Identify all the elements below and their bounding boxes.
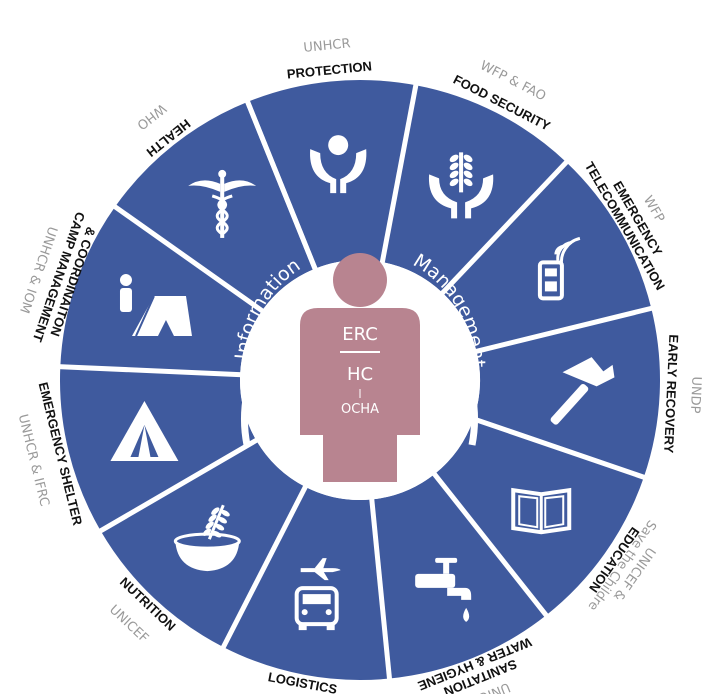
agency-label-early-recovery: UNDP (687, 376, 704, 414)
plane-truck-icon (294, 558, 341, 631)
segment-divider (470, 415, 647, 481)
segment-divider (220, 483, 309, 651)
segment-camp-management (60, 206, 263, 375)
food-security-hands-wheat-icon (428, 152, 494, 219)
segment-emergency-telecom (442, 162, 652, 352)
segment-divider (431, 470, 550, 619)
segment-food-security (382, 85, 567, 293)
segment-early-recovery (473, 308, 660, 478)
caduceus-icon (188, 169, 257, 238)
cluster-segments (60, 80, 660, 680)
bowl-wheat-icon (173, 504, 241, 572)
cluster-name: PROTECTION (286, 59, 372, 82)
segment-logistics (223, 486, 390, 680)
segment-divider (439, 159, 570, 297)
segment-divider (379, 82, 419, 265)
water-tap-icon (415, 557, 472, 622)
agency-label-protection: UNHCR (303, 36, 351, 56)
segment-divider (473, 305, 654, 355)
erc-label: ERC (342, 324, 378, 345)
phone-signal-icon (537, 236, 581, 301)
center-hub: Information Management ERC HC OCHA (231, 250, 489, 482)
tent-icon (110, 401, 179, 462)
book-icon (511, 487, 572, 535)
hc-label: HC (347, 364, 373, 385)
hammer-icon (550, 357, 615, 425)
segment-education (434, 418, 644, 616)
agency-name: WHO (134, 100, 169, 132)
ocha-label: OCHA (341, 402, 379, 417)
segment-divider (111, 203, 266, 314)
cluster-label-early-recovery: EARLY RECOVERY (661, 334, 681, 454)
agency-name: UNHCR (303, 36, 351, 56)
segment-divider (58, 364, 243, 378)
cluster-name: EARLY RECOVERY (661, 334, 681, 454)
segment-divider (369, 497, 393, 681)
segment-protection (247, 80, 416, 269)
segment-wash (371, 474, 547, 679)
cluster-label-protection: PROTECTION (286, 59, 372, 82)
person-tent-icon (119, 274, 192, 337)
segment-divider (97, 437, 260, 534)
cluster-icons (110, 135, 615, 631)
segment-divider (244, 99, 319, 272)
protection-hands-icon (310, 135, 367, 194)
segment-health (115, 101, 316, 311)
agency-name: UNDP (687, 376, 704, 414)
agency-label-health: WHO (134, 100, 169, 132)
segment-dividers (58, 82, 654, 681)
